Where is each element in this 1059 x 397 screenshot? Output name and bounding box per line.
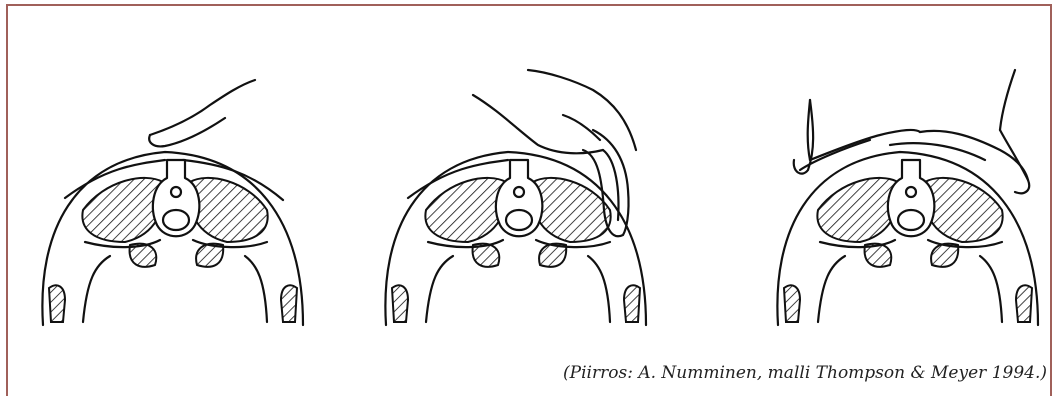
torso-cross-section-3 <box>770 60 1055 340</box>
illustration-both-hands-pressure <box>770 60 1055 340</box>
torso-cross-section-2 <box>378 60 663 340</box>
illustration-fingertip-pressure <box>35 60 320 340</box>
torso-cross-section-1 <box>35 60 320 340</box>
figure-caption: (Piirros: A. Numminen, malli Thompson & … <box>563 363 1047 383</box>
illustration-palm-pressure <box>378 60 663 340</box>
